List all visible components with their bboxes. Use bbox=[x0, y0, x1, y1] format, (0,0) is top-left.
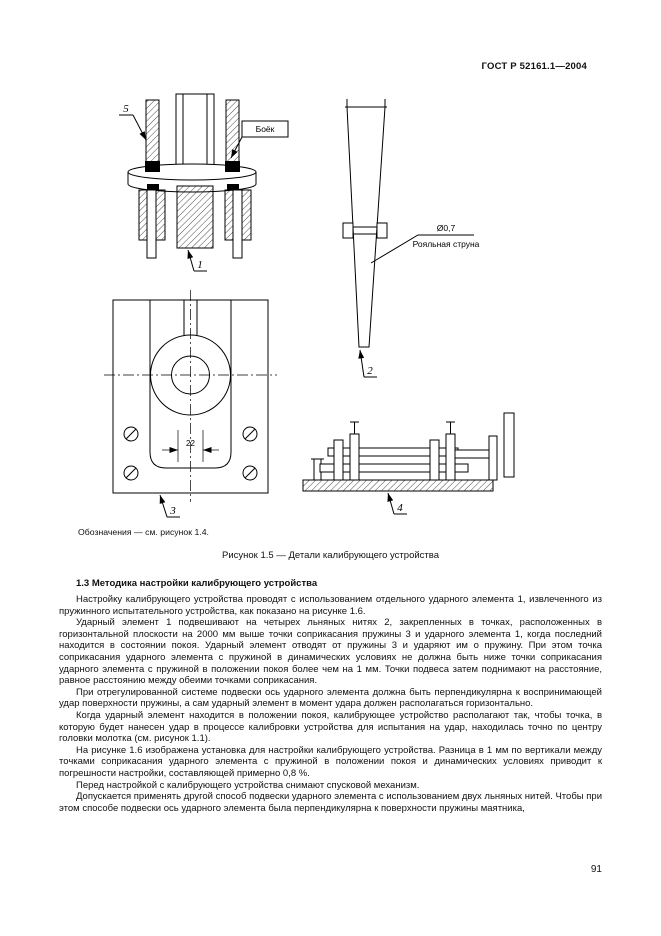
screw-top-left bbox=[123, 426, 139, 442]
clamp-right-b bbox=[445, 433, 456, 481]
disc-edge bbox=[503, 412, 515, 478]
wire-clamp-left bbox=[342, 222, 354, 239]
part-label-1: 1 bbox=[197, 259, 203, 271]
figure-1-5-drawings: 5 Боёк 1 Ø0,7 Рояльная струна bbox=[104, 93, 515, 518]
clamp-left-b bbox=[349, 433, 360, 481]
dimension-22: 22 bbox=[186, 439, 195, 448]
figure-caption: Рисунок 1.5 — Детали калибрующего устрой… bbox=[222, 550, 439, 561]
paragraph-6: Перед настройкой с калибрующего устройст… bbox=[76, 779, 420, 791]
screw-bottom-left bbox=[123, 465, 139, 481]
nut-right bbox=[225, 161, 240, 172]
paragraph-7: Допускается применять другой способ подв… bbox=[59, 791, 602, 814]
drawing-clamp-assembly: 4 bbox=[302, 412, 515, 515]
support-plate bbox=[488, 435, 498, 481]
clamp-left-a bbox=[333, 439, 344, 481]
paragraph-1: Настройку калибрующего устройства провод… bbox=[59, 594, 602, 617]
wire-diameter-label: Ø0,7 bbox=[437, 223, 456, 233]
paragraph-3: При отрегулированной системе подвески ос… bbox=[59, 686, 602, 710]
striker-column bbox=[175, 93, 215, 175]
wire-name-label: Рояльная струна bbox=[413, 239, 480, 249]
striker-label: Боёк bbox=[256, 124, 275, 134]
paragraph-2: Ударный элемент 1 подвешивают на четырех… bbox=[59, 617, 602, 687]
section-heading: 1.3 Методика настройки калибрующего устр… bbox=[76, 578, 318, 589]
part-label-5: 5 bbox=[123, 103, 129, 115]
suspension-rod-left bbox=[145, 99, 160, 169]
screw-top-right bbox=[242, 426, 258, 442]
suspension-rod-right bbox=[225, 99, 240, 169]
part-label-3: 3 bbox=[169, 505, 176, 517]
striker-body-section bbox=[176, 185, 214, 249]
striker-label-box bbox=[241, 120, 289, 138]
paragraph-5: На рисунке 1.6 изображена установка для … bbox=[59, 744, 602, 779]
wire-callout-leader bbox=[370, 234, 474, 264]
drawing-striker-section: 5 Боёк 1 bbox=[119, 93, 289, 272]
nut-left bbox=[145, 161, 160, 172]
page-number: 91 bbox=[590, 864, 602, 875]
text-block: Обозначения — см. рисунок 1.4. Рисунок 1… bbox=[59, 527, 602, 814]
wire-clamp-right bbox=[376, 222, 388, 239]
doc-number: ГОСТ Р 52161.1—2004 bbox=[481, 61, 587, 72]
screw-bottom-right bbox=[242, 465, 258, 481]
rod-lower bbox=[319, 463, 469, 473]
paragraph-4: Когда ударный элемент находится в положе… bbox=[59, 709, 602, 745]
part-label-4: 4 bbox=[397, 502, 403, 514]
clamp-right-a bbox=[429, 439, 440, 481]
drawing-pendulum-blade: Ø0,7 Рояльная струна 2 bbox=[342, 99, 480, 378]
base-plate bbox=[302, 479, 494, 492]
drawing-front-view: 22 3 bbox=[104, 290, 277, 518]
figure-note: Обозначения — см. рисунок 1.4. bbox=[78, 527, 209, 537]
part-label-2: 2 bbox=[367, 365, 373, 377]
